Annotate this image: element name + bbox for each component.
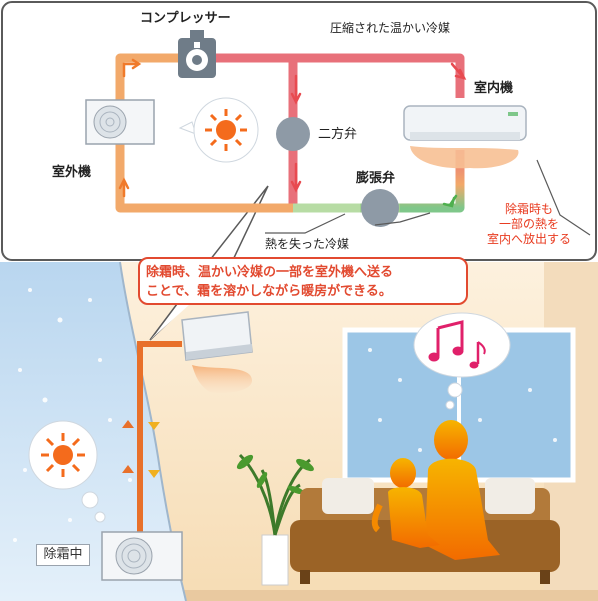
warmth-thought-bubble — [28, 420, 106, 523]
house-plant — [236, 453, 314, 586]
callout-line: 除霜時、温かい冷媒の一部を室外機へ送る — [146, 265, 394, 280]
callout-line: ことで、霜を溶かしながら暖房ができる。 — [146, 284, 392, 299]
defrost-note-line: 一部の熱を — [498, 217, 559, 231]
defrost-note-line: 室内へ放出する — [486, 232, 571, 246]
defrost-note: 除霜時も 一部の熱を 室内へ放出する — [478, 202, 580, 247]
indoor-unit-label: 室内機 — [474, 81, 514, 96]
sun-icon — [41, 433, 85, 477]
room-outdoor-unit — [101, 531, 183, 581]
hot-refrigerant-label: 圧縮された温かい冷媒 — [330, 21, 451, 35]
compressor-icon — [178, 30, 216, 78]
cooled-refrigerant-label: 熱を失った冷媒 — [265, 237, 350, 251]
room-indoor-unit — [181, 311, 253, 393]
compressor-label: コンプレッサー — [140, 11, 231, 26]
mother-and-child — [371, 420, 500, 560]
music-note-icon — [428, 320, 486, 369]
expansion-valve-label: 膨張弁 — [356, 171, 396, 186]
expansion-valve-icon — [361, 189, 399, 227]
sun-icon — [205, 109, 247, 151]
two-way-valve-label: 二方弁 — [318, 127, 358, 142]
diagram-sun-bubble — [178, 97, 259, 163]
outdoor-unit-icon — [85, 99, 155, 145]
outdoor-unit-label: 室外機 — [52, 165, 92, 180]
defrost-note-line: 除霜時も — [504, 202, 553, 216]
music-thought-bubble — [413, 312, 511, 410]
defrosting-status-label: 除霜中 — [36, 544, 90, 566]
defrost-explanation-callout: 除霜時、温かい冷媒の一部を室外機へ送る ことで、霜を溶かしながら暖房ができる。 — [138, 257, 468, 305]
wall-refrigerant-pipe — [122, 341, 182, 540]
two-way-valve-icon — [276, 117, 310, 151]
indoor-unit-icon — [403, 105, 527, 169]
